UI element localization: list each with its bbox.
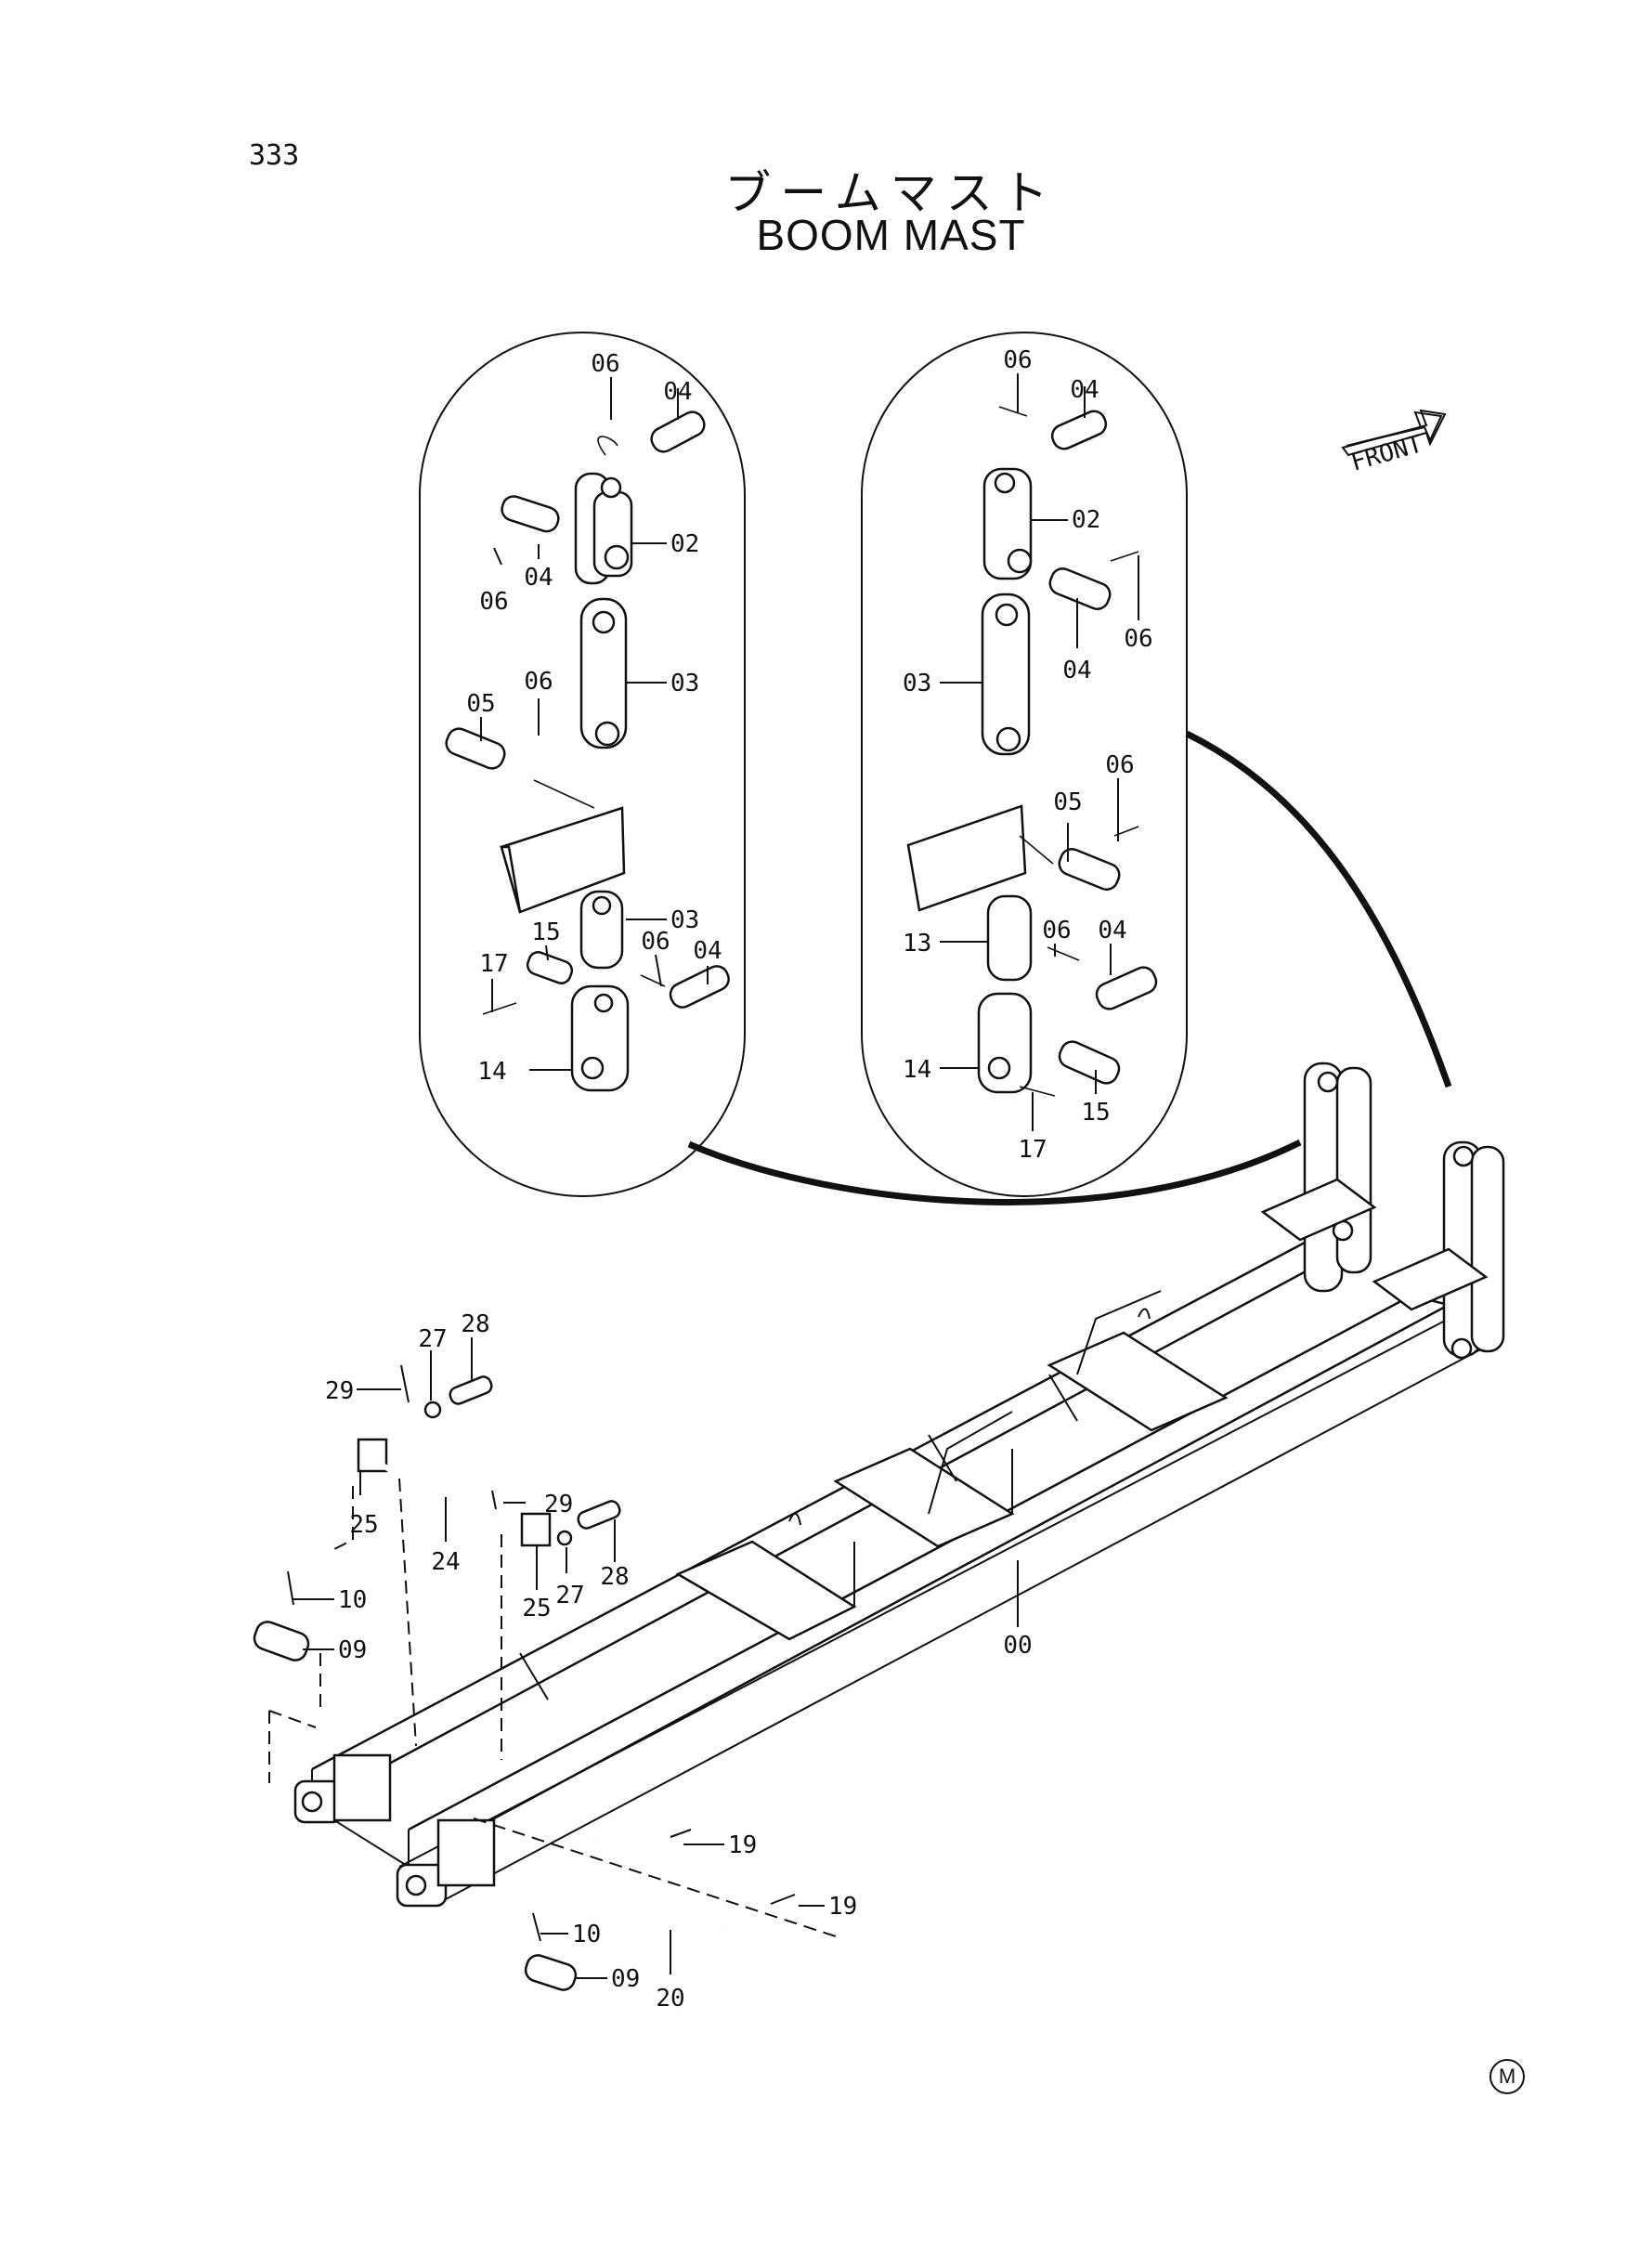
callout-10-b: 10 — [572, 1921, 601, 1948]
page-number: 333 — [249, 139, 300, 172]
callout-right-04-a: 04 — [1070, 376, 1099, 404]
callout-25-b: 25 — [522, 1595, 551, 1622]
front-arrow-icon: FRONT — [1341, 409, 1447, 477]
callout-right-17: 17 — [1018, 1136, 1047, 1164]
callout-left-04-c: 04 — [693, 937, 722, 965]
callout-right-04-c: 04 — [1098, 917, 1126, 945]
callout-27-b: 27 — [555, 1582, 584, 1609]
callout-right-14: 14 — [903, 1056, 931, 1084]
callout-24: 24 — [431, 1548, 460, 1576]
callout-right-05: 05 — [1053, 788, 1082, 816]
callout-19-a: 19 — [728, 1831, 757, 1859]
callout-28-a: 28 — [461, 1310, 489, 1338]
callout-left-04-b: 04 — [524, 564, 553, 592]
callout-right-06-b: 06 — [1124, 625, 1152, 653]
callout-left-03-b: 03 — [670, 906, 699, 934]
callout-29-b: 29 — [544, 1491, 573, 1518]
callout-right-13: 13 — [903, 930, 931, 958]
callout-left-06-c: 06 — [524, 668, 553, 696]
callout-28-b: 28 — [600, 1563, 629, 1591]
callout-left-02: 02 — [670, 530, 699, 558]
callout-right-02: 02 — [1072, 506, 1100, 534]
callout-right-15: 15 — [1081, 1099, 1110, 1127]
callout-27-a: 27 — [418, 1325, 447, 1353]
callout-09-a: 09 — [338, 1636, 367, 1664]
callout-left-14: 14 — [477, 1058, 506, 1086]
callout-left-05: 05 — [466, 690, 495, 718]
callout-left-06-d: 06 — [641, 928, 670, 956]
callout-right-06-a: 06 — [1003, 346, 1032, 374]
callout-09-b: 09 — [611, 1965, 640, 1993]
callout-right-06-c: 06 — [1105, 751, 1134, 779]
assembly-dashed-lines — [268, 1478, 837, 1937]
callout-right-06-d: 06 — [1042, 917, 1071, 945]
callout-left-15: 15 — [531, 919, 560, 946]
callout-29-a: 29 — [325, 1377, 354, 1405]
callout-left-17: 17 — [479, 950, 508, 978]
callout-leaders — [293, 373, 1139, 1979]
callout-19-b: 19 — [828, 1893, 857, 1921]
right-inset-parts — [906, 406, 1158, 1097]
callout-left-03-a: 03 — [670, 670, 699, 697]
callout-left-06-b: 06 — [479, 588, 508, 616]
loose-hardware — [253, 1364, 796, 1991]
callout-numbers: 06 04 04 02 06 06 03 05 03 15 17 06 04 1… — [325, 346, 1153, 2013]
callout-20: 20 — [656, 1985, 684, 2013]
callout-right-04-b: 04 — [1062, 657, 1091, 684]
callout-00: 00 — [1003, 1632, 1032, 1660]
callout-left-04-a: 04 — [663, 378, 692, 406]
title-english: BOOM MAST — [756, 211, 1026, 259]
right-inset-bubble — [861, 332, 1188, 1197]
callout-right-03: 03 — [903, 670, 931, 697]
left-inset-bubble — [419, 332, 746, 1197]
callout-10-a: 10 — [338, 1586, 367, 1614]
callout-left-06-a: 06 — [591, 350, 619, 378]
right-inset-leader-curve — [1185, 730, 1452, 1088]
m-mark-symbol: M — [1489, 2059, 1525, 2094]
left-inset-parts — [445, 410, 730, 1092]
boom-mast-frame — [293, 1062, 1505, 1908]
front-label: FRONT — [1348, 430, 1426, 477]
title-japanese: ブームマスト — [724, 166, 1058, 220]
callout-25-a: 25 — [349, 1511, 378, 1539]
left-inset-leader-curve — [687, 1139, 1302, 1205]
